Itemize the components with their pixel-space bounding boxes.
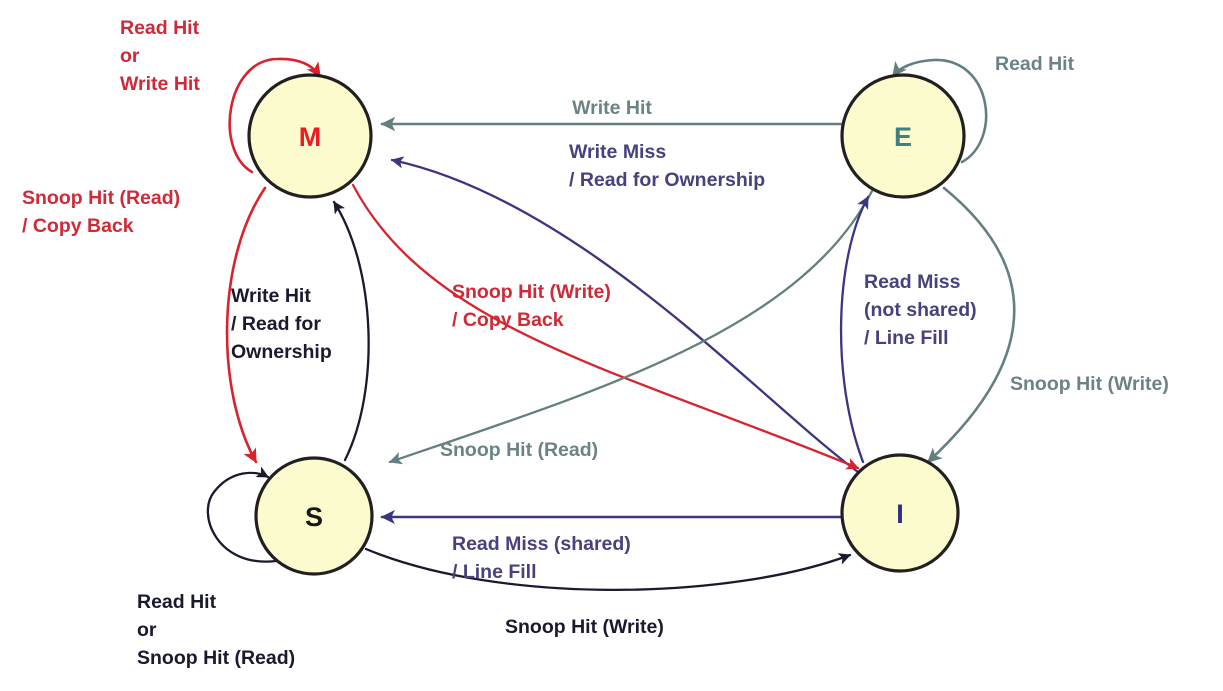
state-node-m[interactable]: M (247, 73, 373, 199)
state-circle-e (840, 73, 966, 199)
s-to-m-line-3: Ownership (231, 341, 332, 363)
edge-label-s-to-i: Snoop Hit (Write) (505, 616, 664, 638)
m-self-line-1: Read Hit (120, 17, 200, 39)
edge-e-to-s (388, 189, 874, 465)
m-to-s-line-2: / Copy Back (22, 215, 134, 237)
edge-s-to-i (364, 547, 852, 591)
state-label-e: E (894, 122, 912, 152)
edge-i-to-m (390, 156, 860, 474)
edge-m-to-s (225, 186, 267, 464)
edge-label-e-self: Read Hit (995, 53, 1075, 75)
e-to-m-line-1: Write Hit (572, 97, 652, 119)
s-self-line-1: Read Hit (137, 591, 217, 613)
e-self-line-1: Read Hit (995, 53, 1075, 75)
s-to-i-line-1: Snoop Hit (Write) (505, 616, 664, 638)
state-label-m: M (299, 122, 322, 152)
state-node-s[interactable]: S (254, 456, 374, 576)
state-circle-i (840, 453, 960, 573)
edge-label-e-to-m: Write Hit (572, 97, 652, 119)
i-to-e-line-3: / Line Fill (864, 327, 949, 349)
m-self-line-3: Write Hit (120, 73, 200, 95)
i-to-m-line-2: / Read for Ownership (569, 169, 765, 191)
edge-label-m-to-s: Snoop Hit (Read) / Copy Back (22, 187, 180, 237)
edge-label-i-to-m: Write Miss / Read for Ownership (569, 141, 765, 191)
edge-e-self-loop (891, 58, 988, 164)
m-self-line-2: or (120, 45, 140, 67)
edge-label-i-to-e: Read Miss (not shared) / Line Fill (864, 271, 977, 349)
edge-m-self-loop (228, 57, 322, 174)
state-label-i: I (896, 499, 904, 529)
edge-label-i-to-s: Read Miss (shared) / Line Fill (452, 533, 631, 583)
s-self-line-3: Snoop Hit (Read) (137, 647, 295, 669)
edge-label-m-to-i: Snoop Hit (Write) / Copy Back (452, 281, 611, 331)
state-circle-m (247, 73, 373, 199)
edge-label-s-self: Read Hit or Snoop Hit (Read) (137, 591, 295, 669)
state-node-e[interactable]: E (840, 73, 966, 199)
s-to-m-line-1: Write Hit (231, 285, 311, 307)
s-self-line-2: or (137, 619, 157, 641)
e-to-i-line-1: Snoop Hit (Write) (1010, 373, 1169, 395)
state-circle-s (254, 456, 374, 576)
edge-s-to-m (332, 200, 370, 462)
edge-i-to-e (839, 195, 870, 464)
m-to-i-line-2: / Copy Back (452, 309, 564, 331)
edge-s-self-loop (206, 466, 278, 563)
edge-label-e-to-i: Snoop Hit (Write) (1010, 373, 1169, 395)
i-to-s-line-2: / Line Fill (452, 561, 537, 583)
edge-label-m-self: Read Hit or Write Hit (120, 17, 200, 95)
state-label-s: S (305, 502, 323, 532)
edge-m-to-i (351, 183, 860, 470)
edge-label-e-to-s: Snoop Hit (Read) (440, 439, 598, 461)
m-to-i-line-1: Snoop Hit (Write) (452, 281, 611, 303)
i-to-e-line-2: (not shared) (864, 299, 977, 321)
edge-e-to-i (926, 186, 1016, 464)
edge-label-s-to-m: Write Hit / Read for Ownership (231, 285, 332, 363)
i-to-m-line-1: Write Miss (569, 141, 666, 163)
e-to-s-line-1: Snoop Hit (Read) (440, 439, 598, 461)
i-to-s-line-1: Read Miss (shared) (452, 533, 631, 555)
state-node-i[interactable]: I (840, 453, 960, 573)
s-to-m-line-2: / Read for (231, 313, 321, 335)
m-to-s-line-1: Snoop Hit (Read) (22, 187, 180, 209)
i-to-e-line-1: Read Miss (864, 271, 961, 293)
